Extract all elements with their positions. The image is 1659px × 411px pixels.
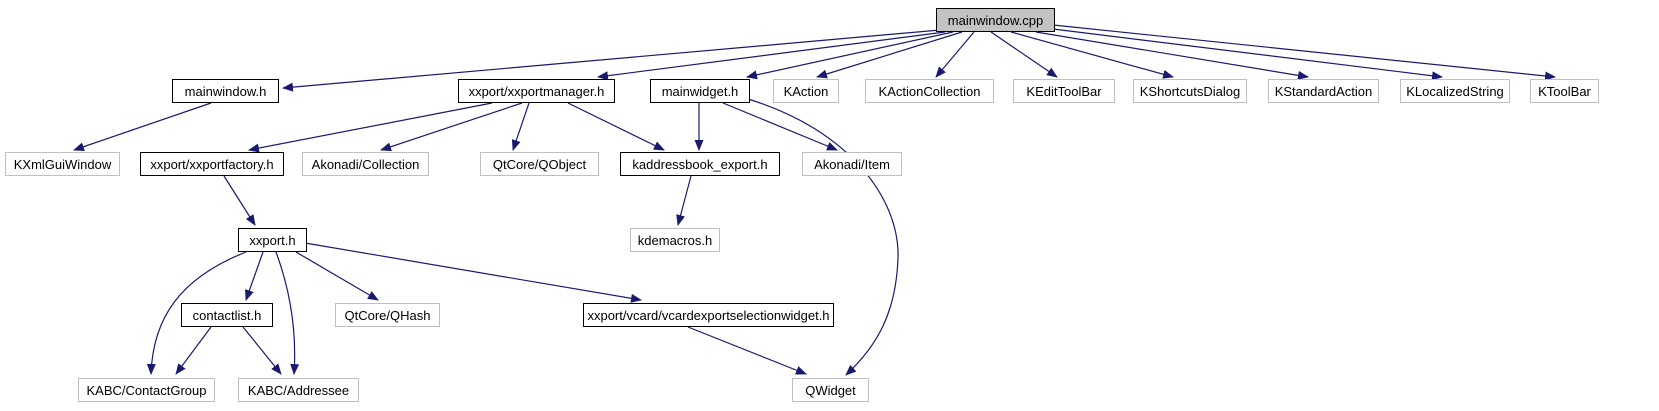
edge-mainwidget_h-qwidget — [747, 98, 899, 376]
node-qtcore-qobject: QtCore/QObject — [480, 152, 599, 176]
edge-mainwidget_h-akonadi_item — [722, 102, 838, 151]
edge-xxportmanager_h-kaddressbook_export_h — [567, 102, 665, 151]
node-kactioncollection: KActionCollection — [865, 79, 994, 103]
node-akonadi-collection: Akonadi/Collection — [302, 152, 429, 176]
edge-vcardexportselectionwidget_h-qwidget — [687, 326, 807, 375]
node-kedittoolbar: KEditToolBar — [1013, 79, 1115, 103]
node-kxmlguiwindow: KXmlGuiWindow — [5, 152, 120, 176]
edge-xxport_h-contactlist_h — [245, 251, 264, 301]
edge-mainwindow_cpp-kstandardaction — [1035, 31, 1309, 80]
node-vcardexportselectionwidget-h[interactable]: xxport/vcard/vcardexportselectionwidget.… — [583, 303, 834, 327]
edge-mainwindow_cpp-klocalizedstring — [1052, 28, 1443, 81]
edge-xxportmanager_h-akonadi_collection — [380, 102, 523, 152]
edge-mainwindow_cpp-kedittoolbar — [990, 31, 1058, 78]
edge-xxport_h-vcardexportselectionwidget_h — [304, 242, 642, 303]
edge-xxportmanager_h-qtcore_qobject — [511, 102, 530, 151]
edge-mainwindow_cpp-kaction — [816, 31, 963, 79]
edge-mainwindow_cpp-mainwindow_h — [282, 29, 941, 92]
node-kabc-addressee: KABC/Addressee — [238, 378, 359, 402]
edge-contactlist_h-kabc_addressee — [242, 326, 282, 375]
edge-mainwindow_cpp-mainwidget_h — [746, 31, 954, 80]
node-mainwindow-cpp: mainwindow.cpp — [936, 8, 1055, 32]
edge-mainwindow_cpp-ktoolbar — [1052, 24, 1556, 81]
node-mainwindow-h[interactable]: mainwindow.h — [172, 79, 279, 103]
node-ktoolbar: KToolBar — [1530, 79, 1599, 103]
edge-kaddressbook_export_h-kdemacros_h — [676, 175, 692, 226]
node-xxportfactory-h[interactable]: xxport/xxportfactory.h — [140, 152, 284, 176]
node-kaddressbook-export-h[interactable]: kaddressbook_export.h — [620, 152, 780, 176]
edge-mainwindow_cpp-kshortcutsdialog — [1010, 31, 1174, 79]
edge-contactlist_h-kabc_contactgroup — [175, 326, 212, 375]
edge-xxportfactory_h-xxport_h — [223, 175, 256, 226]
node-kdemacros-h: kdemacros.h — [630, 228, 720, 252]
node-kstandardaction: KStandardAction — [1268, 79, 1379, 103]
edge-xxport_h-kabc_addressee — [275, 251, 300, 375]
node-qwidget: QWidget — [792, 378, 869, 402]
node-klocalizedstring: KLocalizedString — [1400, 79, 1510, 103]
edge-mainwindow_cpp-xxportmanager_h — [597, 31, 946, 81]
node-mainwidget-h[interactable]: mainwidget.h — [650, 79, 750, 103]
edge-xxport_h-qtcore_qhash — [295, 251, 379, 301]
node-kaction: KAction — [773, 79, 839, 103]
node-xxport-h[interactable]: xxport.h — [238, 228, 307, 252]
node-kabc-contactgroup: KABC/ContactGroup — [78, 378, 215, 402]
edge-xxport_h-kabc_contactgroup — [146, 251, 247, 375]
edge-mainwindow_cpp-kactioncollection — [935, 31, 975, 78]
node-akonadi-item: Akonadi/Item — [802, 152, 902, 176]
node-kshortcutsdialog: KShortcutsDialog — [1133, 79, 1247, 103]
node-contactlist-h[interactable]: contactlist.h — [181, 303, 273, 327]
edge-mainwindow_h-kxmlguiwindow — [73, 102, 212, 152]
node-qtcore-qhash: QtCore/QHash — [335, 303, 440, 327]
node-xxportmanager-h[interactable]: xxport/xxportmanager.h — [458, 79, 615, 103]
edge-xxportmanager_h-xxportfactory_h — [248, 102, 493, 153]
